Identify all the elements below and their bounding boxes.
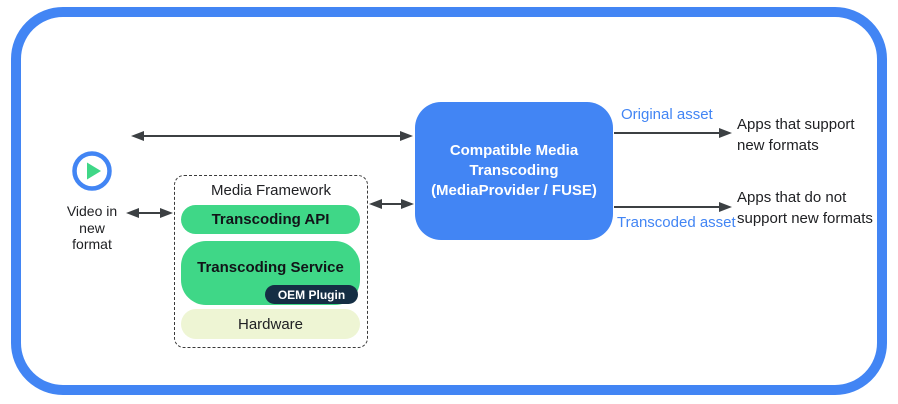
media-framework-box: Media Framework Transcoding API Transcod… bbox=[174, 175, 368, 348]
hardware-pill: Hardware bbox=[181, 309, 360, 339]
apps-no-support-line1: Apps that do not bbox=[737, 189, 847, 206]
video-source-line2: new bbox=[79, 219, 105, 236]
play-video-icon bbox=[72, 151, 112, 191]
arrowhead-right bbox=[719, 202, 732, 212]
arrow-source-to-framework bbox=[126, 207, 173, 219]
arrow-framework-to-transcoder bbox=[369, 198, 414, 210]
compatible-media-transcoding-box: Compatible Media Transcoding (MediaProvi… bbox=[415, 102, 613, 240]
media-framework-title: Media Framework bbox=[210, 182, 332, 199]
arrowhead-right bbox=[160, 208, 173, 218]
video-source-line1: Video in bbox=[66, 203, 118, 219]
arrowhead-right bbox=[401, 199, 414, 209]
apps-support-line1: Apps that support bbox=[737, 116, 855, 133]
apps-support-label: Apps that support new formats bbox=[737, 114, 855, 156]
transcoder-line3: (MediaProvider / FUSE) bbox=[431, 182, 597, 199]
arrow-transcoded-asset bbox=[614, 201, 732, 213]
video-source-label: Video in new format bbox=[48, 203, 136, 253]
transcoding-service-label: Transcoding Service bbox=[197, 258, 344, 276]
arrowhead-left bbox=[126, 208, 139, 218]
video-source-line3: format bbox=[72, 236, 112, 252]
original-asset-label: Original asset bbox=[621, 106, 713, 123]
transcoded-asset-label: Transcoded asset bbox=[617, 214, 736, 231]
arrowhead-left bbox=[131, 131, 144, 141]
outer-rounded-frame bbox=[11, 7, 887, 395]
arrow-original-asset bbox=[614, 127, 732, 139]
apps-no-support-label: Apps that do not support new formats bbox=[737, 187, 873, 229]
arrow-source-to-transcoder bbox=[131, 130, 413, 142]
transcoder-line1: Compatible Media bbox=[449, 142, 579, 159]
arrowhead-right bbox=[719, 128, 732, 138]
apps-support-line2: new formats bbox=[737, 137, 819, 154]
transcoding-service-box: Transcoding Service OEM Plugin bbox=[181, 241, 360, 305]
apps-no-support-line2: support new formats bbox=[737, 210, 873, 227]
transcoding-api-pill: Transcoding API bbox=[181, 205, 360, 234]
arrowhead-right bbox=[400, 131, 413, 141]
oem-plugin-pill: OEM Plugin bbox=[265, 285, 358, 304]
arrowhead-left bbox=[369, 199, 382, 209]
transcoder-line2: Transcoding bbox=[469, 162, 559, 179]
